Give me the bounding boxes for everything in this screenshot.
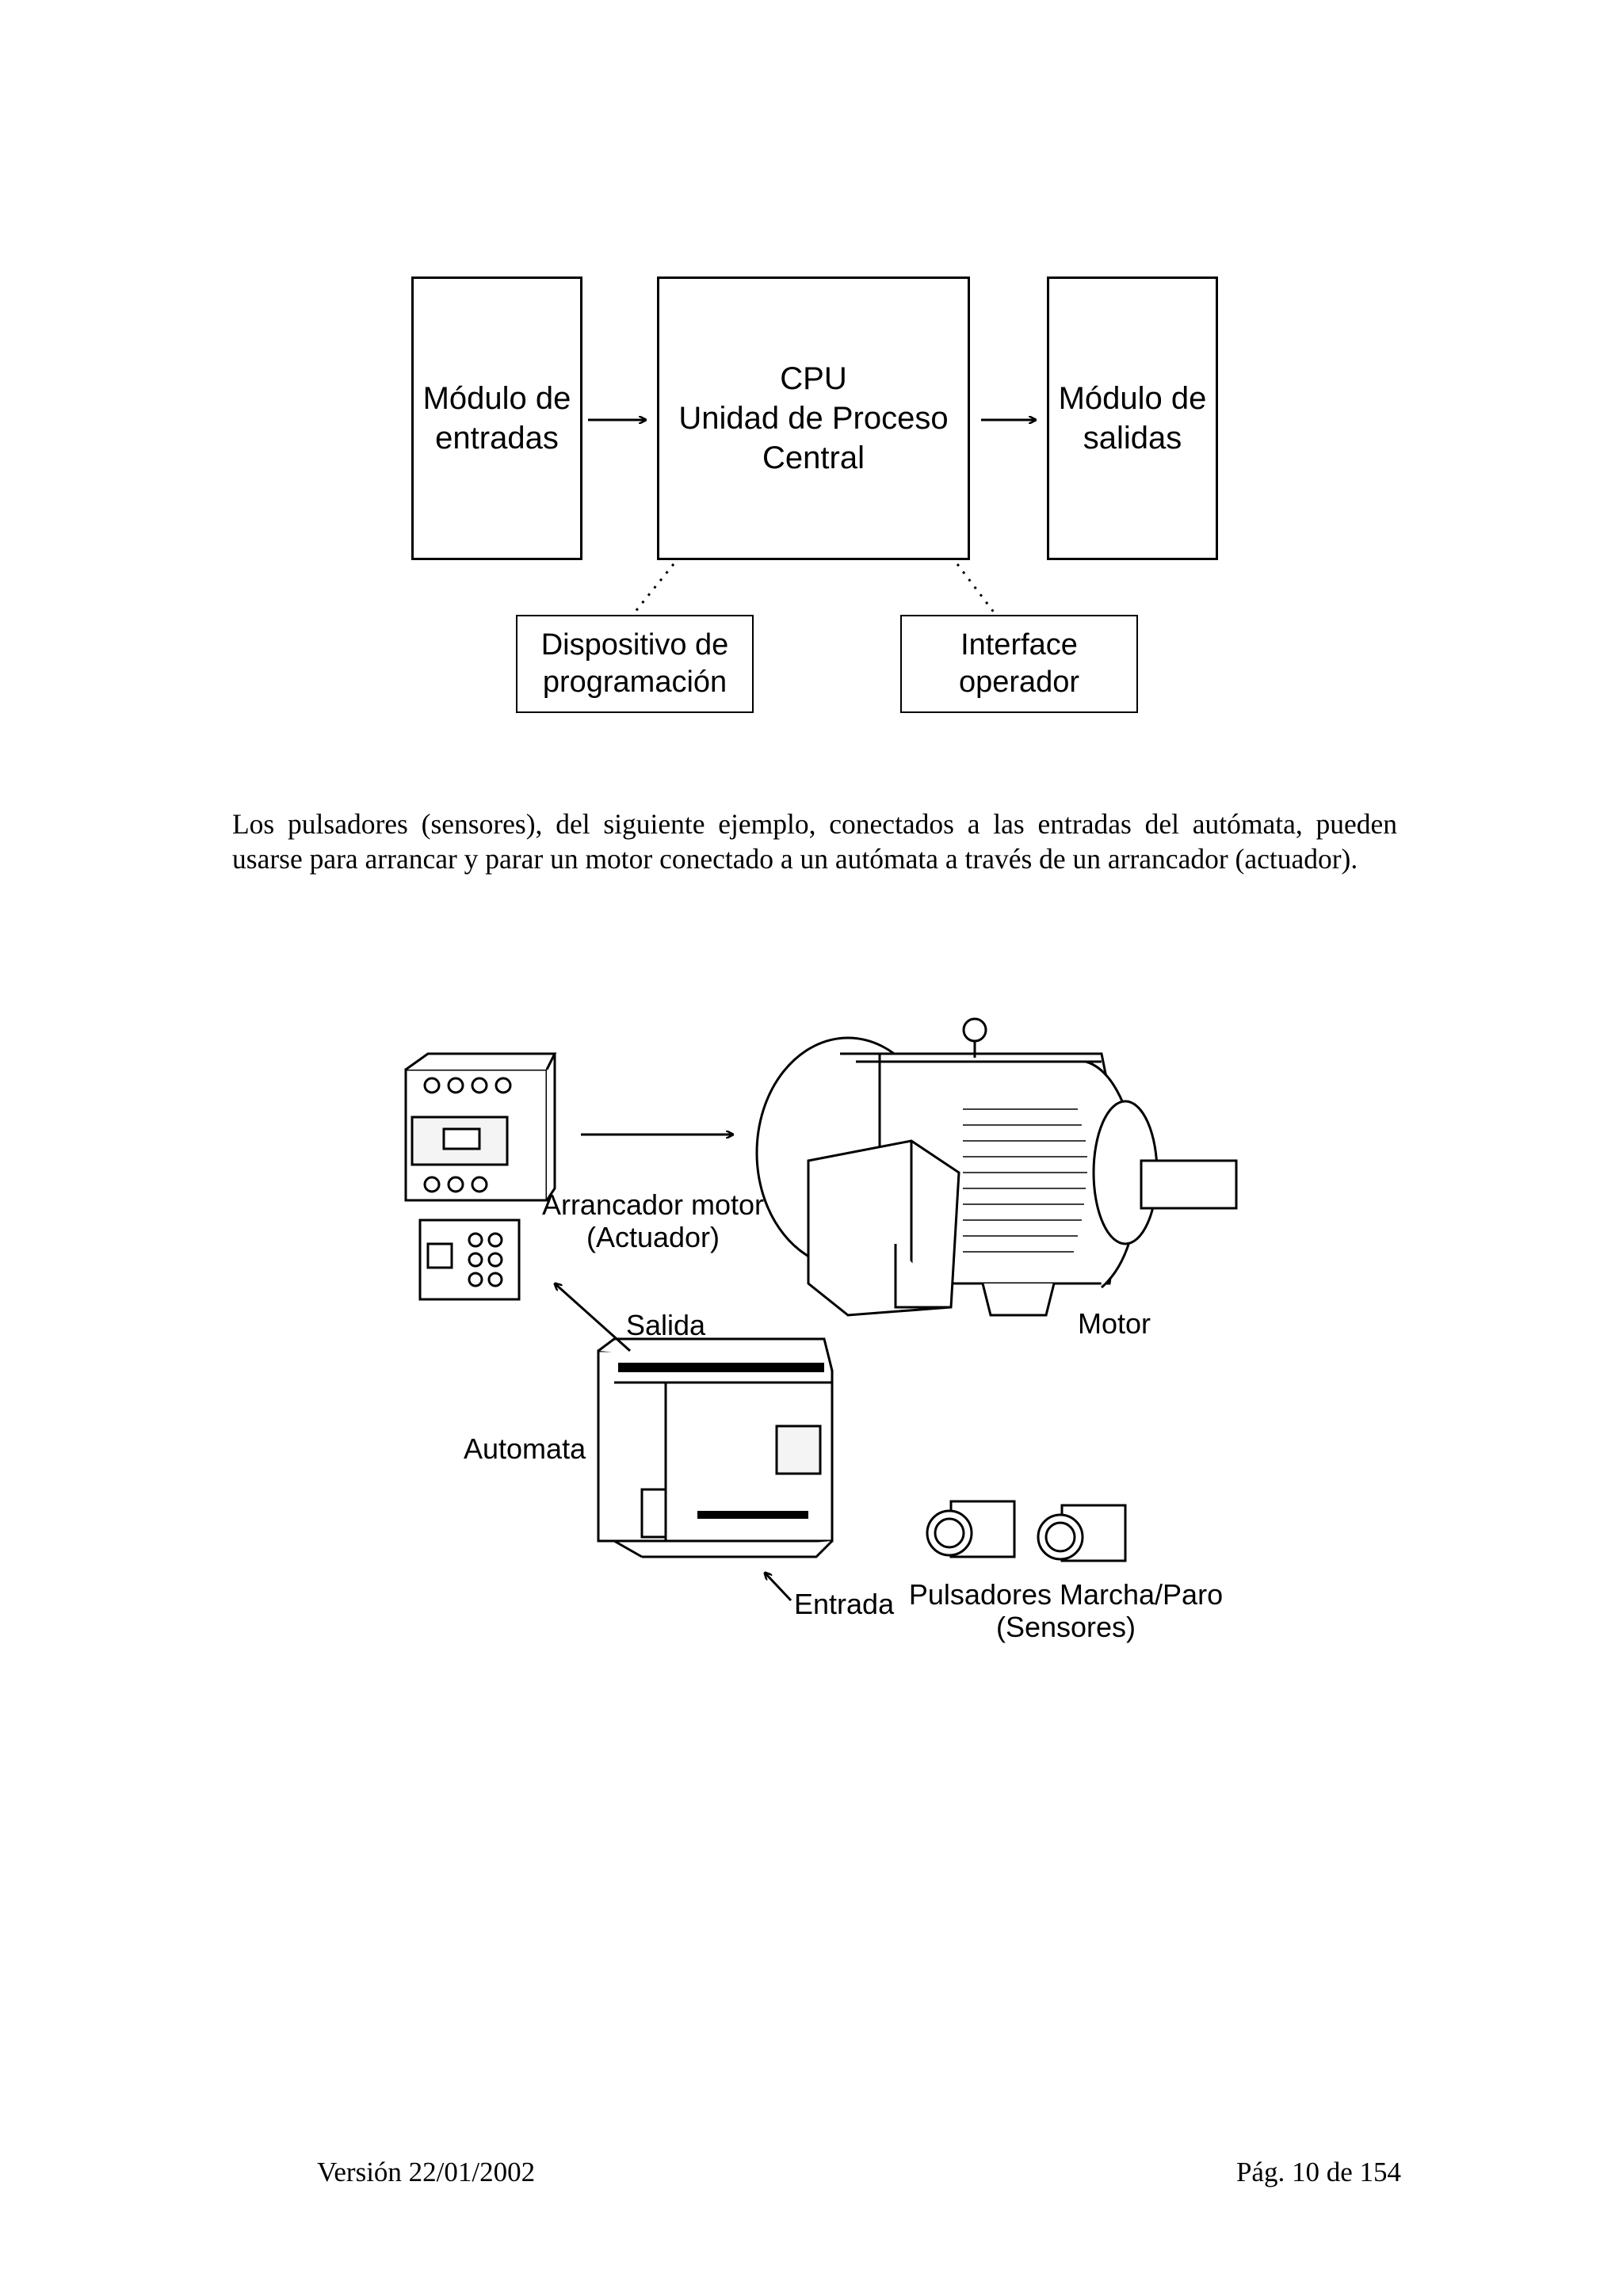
motor-starter-illustration bbox=[406, 1054, 555, 1299]
body-paragraph: Los pulsadores (sensores), del siguiente… bbox=[232, 807, 1397, 876]
pushbuttons-label: Pulsadores Marcha/Paro (Sensores) bbox=[907, 1578, 1224, 1644]
plc-label: Automata bbox=[464, 1432, 606, 1465]
pushbuttons-illustration bbox=[927, 1501, 1125, 1561]
input-label: Entrada bbox=[794, 1588, 905, 1620]
dotted-link-interface bbox=[957, 564, 995, 613]
footer-version: Versión 22/01/2002 bbox=[317, 2157, 535, 2188]
footer-page-number: Pág. 10 de 154 bbox=[1211, 2157, 1401, 2188]
motor-label: Motor bbox=[1078, 1307, 1189, 1340]
output-label: Salida bbox=[626, 1309, 737, 1341]
starter-label: Arrancador motor (Actuador) bbox=[534, 1188, 772, 1254]
arrow-plc-to-starter bbox=[555, 1283, 630, 1351]
motor-illustration bbox=[757, 1019, 1236, 1315]
dotted-link-programming bbox=[634, 564, 674, 613]
arrow-input-pointer bbox=[765, 1573, 791, 1600]
